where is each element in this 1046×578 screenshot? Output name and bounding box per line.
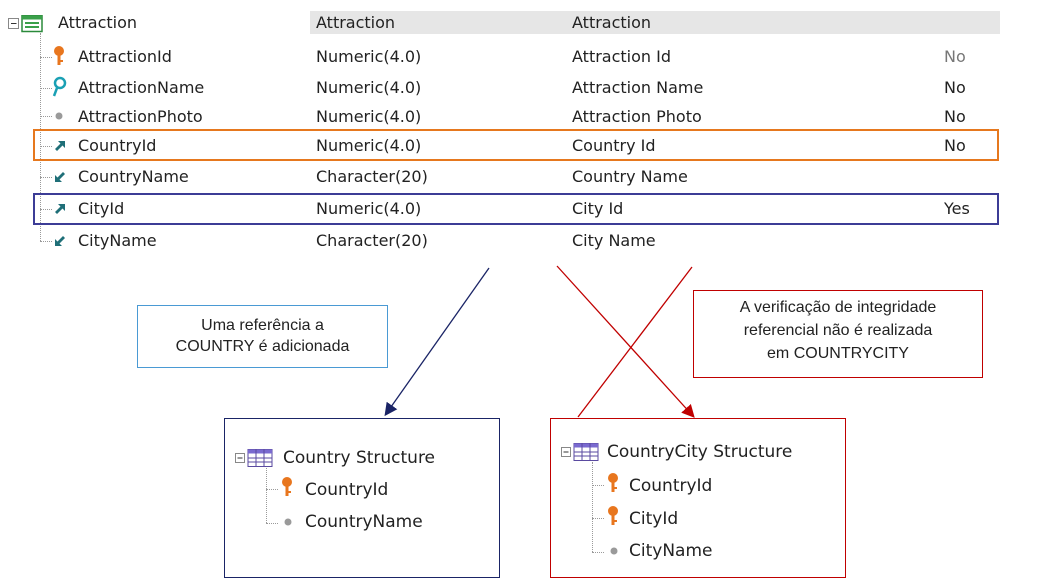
header-description: Attraction	[572, 13, 652, 32]
attribute-description: Country Name	[572, 167, 688, 186]
attribute-description: Attraction Id	[572, 47, 671, 66]
countrycity-structure-box: CountryCity Structure CountryId CityId C…	[550, 418, 846, 578]
structure-title[interactable]: CountryCity Structure	[607, 442, 793, 462]
callout-country-reference: Uma referência a COUNTRY é adicionada	[137, 305, 388, 368]
foreign-key-icon	[55, 204, 65, 214]
attribute-name[interactable]: AttractionName	[78, 78, 205, 97]
attribute-nullable: Yes	[944, 199, 970, 218]
callout-line: Uma referência a	[201, 317, 324, 334]
inferred-attribute-icon	[55, 172, 65, 182]
callout-line: COUNTRY é adicionada	[175, 338, 350, 355]
attribute-nullable: No	[944, 78, 966, 97]
attribute-type: Numeric(4.0)	[316, 136, 422, 155]
dot-icon	[55, 112, 63, 120]
cross-line	[577, 266, 693, 418]
key-icon	[608, 473, 618, 492]
attribute-name[interactable]: AttractionPhoto	[78, 107, 203, 126]
attribute-nullable: No	[944, 136, 966, 155]
attribute-description: City Name	[572, 231, 656, 250]
attribute-type: Character(20)	[316, 231, 428, 250]
attribute-nullable: No	[944, 107, 966, 126]
structure-attribute[interactable]: CityName	[629, 541, 713, 561]
attribute-name[interactable]: CityName	[78, 231, 157, 250]
callout-line: A verificação de integridade	[739, 299, 937, 316]
attribute-description: City Id	[572, 199, 624, 218]
structure-attribute[interactable]: CityId	[629, 509, 679, 529]
dot-icon	[610, 547, 618, 555]
attribute-type: Numeric(4.0)	[316, 107, 422, 126]
orange-highlight-box	[33, 129, 999, 161]
table-grid-icon	[573, 443, 599, 461]
structure-header-icons	[561, 443, 599, 461]
inferred-attribute-icon	[55, 236, 65, 246]
attribute-name[interactable]: AttractionId	[78, 47, 172, 66]
attribute-name[interactable]: CityId	[78, 199, 125, 218]
tree-guide	[40, 33, 41, 241]
attribute-description: Attraction Photo	[572, 107, 702, 126]
attribute-name[interactable]: CountryName	[78, 167, 189, 186]
structure-attribute[interactable]: CountryId	[305, 480, 389, 500]
structure-attribute[interactable]: CountryId	[629, 476, 713, 496]
arrow-to-country	[384, 267, 490, 417]
callout-line: referencial não é realizada	[743, 322, 933, 339]
table-header-band	[310, 11, 1000, 34]
attribute-description: Country Id	[572, 136, 656, 155]
country-structure-box: Country Structure CountryId CountryName	[224, 418, 500, 578]
key-icon	[54, 46, 64, 65]
search-key-icon	[52, 76, 67, 97]
attribute-type: Numeric(4.0)	[316, 47, 422, 66]
root-name[interactable]: Attraction	[58, 13, 138, 32]
attribute-type: Numeric(4.0)	[316, 78, 422, 97]
key-icon	[282, 477, 292, 496]
callout-integrity-check: A verificação de integridade referencial…	[693, 290, 983, 378]
tree-root	[8, 15, 43, 33]
header-type: Attraction	[316, 13, 396, 32]
table-grid-icon	[247, 449, 273, 467]
dot-icon	[284, 518, 292, 526]
attribute-type: Numeric(4.0)	[316, 199, 422, 218]
structure-header-icons	[235, 449, 273, 467]
blue-highlight-box	[33, 193, 999, 225]
attribute-type: Character(20)	[316, 167, 428, 186]
key-icon	[608, 506, 618, 525]
attribute-nullable: No	[944, 47, 966, 66]
attribute-name[interactable]: CountryId	[78, 136, 157, 155]
callout-line: em COUNTRYCITY	[767, 345, 909, 362]
structure-title[interactable]: Country Structure	[283, 448, 436, 468]
foreign-key-icon	[55, 141, 65, 151]
arrow-to-countrycity	[556, 265, 695, 418]
structure-attribute[interactable]: CountryName	[305, 512, 423, 532]
attribute-description: Attraction Name	[572, 78, 704, 97]
